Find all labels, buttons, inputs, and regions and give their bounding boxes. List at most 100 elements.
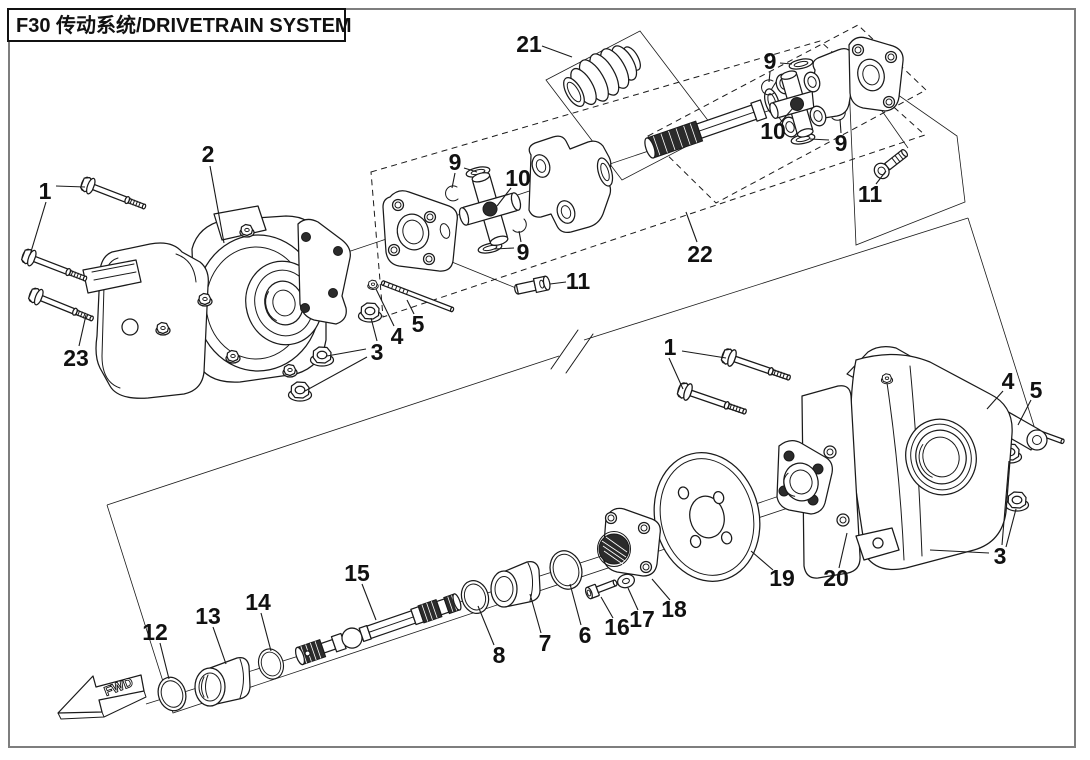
callout-leader-15 xyxy=(361,583,377,621)
callout-leader-1 xyxy=(55,185,86,188)
callout-leader-6 xyxy=(569,583,582,626)
callout-number-5: 5 xyxy=(412,311,425,337)
callout-number-3: 3 xyxy=(994,543,1007,569)
callout-number-7: 7 xyxy=(539,630,552,656)
callout-number-9: 9 xyxy=(449,149,462,175)
callout-number-1: 1 xyxy=(664,334,677,360)
callout-leader-8 xyxy=(477,605,495,646)
drive-shaft-15 xyxy=(294,593,462,666)
callout-leader-3 xyxy=(1001,460,1010,546)
callout-leader-9 xyxy=(768,71,771,83)
callout-number-17: 17 xyxy=(629,606,655,632)
callout-number-14: 14 xyxy=(245,589,271,615)
callout-number-13: 13 xyxy=(195,603,221,629)
callout-number-4: 4 xyxy=(391,323,404,349)
callout-number-3: 3 xyxy=(371,339,384,365)
circlip-9 xyxy=(445,185,459,202)
callout-leader-9 xyxy=(518,230,522,243)
brake-disc-19 xyxy=(653,452,761,582)
callout-number-12: 12 xyxy=(142,619,168,645)
front-mount-flange xyxy=(297,218,351,325)
callout-number-2: 2 xyxy=(202,141,215,167)
rear-mount-plate xyxy=(801,385,861,579)
callout-leader-1 xyxy=(29,201,47,256)
hub-18 xyxy=(597,507,661,577)
callout-number-11: 11 xyxy=(858,181,883,207)
callout-leader-9 xyxy=(493,247,515,250)
rear-hub-flange xyxy=(776,439,833,515)
break-mark xyxy=(550,329,594,374)
snap-ring-6 xyxy=(549,550,583,590)
callout-number-4: 4 xyxy=(1002,368,1015,394)
callout-leader-9 xyxy=(839,118,842,134)
callout-leader-9 xyxy=(779,62,793,65)
callout-number-15: 15 xyxy=(344,560,370,586)
callout-leader-10 xyxy=(779,107,794,124)
callout-leader-9 xyxy=(463,167,478,173)
callout-leader-3 xyxy=(1005,508,1017,548)
dashed-box-front-joint xyxy=(370,40,926,318)
callout-number-23: 23 xyxy=(63,345,89,371)
callout-number-6: 6 xyxy=(579,622,592,648)
callout-leader-3 xyxy=(929,549,990,554)
flange-front xyxy=(382,190,458,272)
callout-number-9: 9 xyxy=(835,130,848,156)
yoke-front xyxy=(528,135,614,233)
callout-number-11: 11 xyxy=(566,268,591,294)
callout-leader-1 xyxy=(668,357,684,390)
title-box xyxy=(7,8,346,42)
callout-leader-3 xyxy=(370,317,378,342)
callout-leader-11 xyxy=(875,170,887,185)
title-block: F30 传动系统/DRIVETRAIN SYSTEM xyxy=(7,8,352,42)
callout-number-9: 9 xyxy=(764,48,777,74)
callout-leader-17 xyxy=(627,587,639,611)
callout-leader-20 xyxy=(838,532,848,569)
callout-number-5: 5 xyxy=(1030,377,1043,403)
front-gearbox xyxy=(82,205,351,399)
callout-leader-13 xyxy=(212,626,227,665)
callout-leader-12 xyxy=(159,642,170,680)
callout-leader-14 xyxy=(260,612,272,652)
callout-leader-18 xyxy=(651,578,671,601)
u-joint-front xyxy=(445,164,527,256)
callout-number-19: 19 xyxy=(769,565,795,591)
callout-number-1: 1 xyxy=(39,178,52,204)
callout-leader-3 xyxy=(304,356,368,392)
callout-number-18: 18 xyxy=(661,596,687,622)
callout-number-16: 16 xyxy=(604,614,630,640)
flange-yoke-rear xyxy=(803,36,904,127)
callout-leader-1 xyxy=(681,350,727,359)
callout-number-21: 21 xyxy=(516,31,542,57)
callout-leader-4 xyxy=(375,288,395,327)
callout-number-10: 10 xyxy=(760,118,786,144)
callout-leader-5 xyxy=(1017,399,1032,426)
circlip-9 xyxy=(512,218,527,233)
callout-leader-3 xyxy=(326,348,367,357)
callout-leader-4 xyxy=(986,390,1004,410)
callout-leader-9 xyxy=(809,138,830,141)
callout-leader-10 xyxy=(496,187,512,207)
callout-leader-16 xyxy=(600,596,614,619)
rear-gearbox xyxy=(801,346,1048,579)
callout-leader-21 xyxy=(541,45,573,58)
callout-number-9: 9 xyxy=(517,239,530,265)
callout-leader-19 xyxy=(750,550,774,571)
callout-leader-23 xyxy=(78,314,87,347)
bellows-boot-21 xyxy=(563,45,641,107)
bolt-16 xyxy=(584,579,618,600)
dashed-box-rear-joint xyxy=(647,24,927,204)
callout-number-10: 10 xyxy=(505,165,531,191)
callout-number-22: 22 xyxy=(687,241,713,267)
callout-leader-7 xyxy=(529,593,542,634)
bearing-bore-rings xyxy=(905,418,977,496)
bolt-11-front xyxy=(514,275,551,295)
callout-leader-11 xyxy=(549,281,567,285)
page-title: F30 传动系统/DRIVETRAIN SYSTEM xyxy=(16,13,352,37)
bolt-11-rear xyxy=(873,149,909,180)
callout-leader-5 xyxy=(406,299,415,315)
page-border xyxy=(8,8,1076,748)
callout-leader-22 xyxy=(685,211,698,243)
